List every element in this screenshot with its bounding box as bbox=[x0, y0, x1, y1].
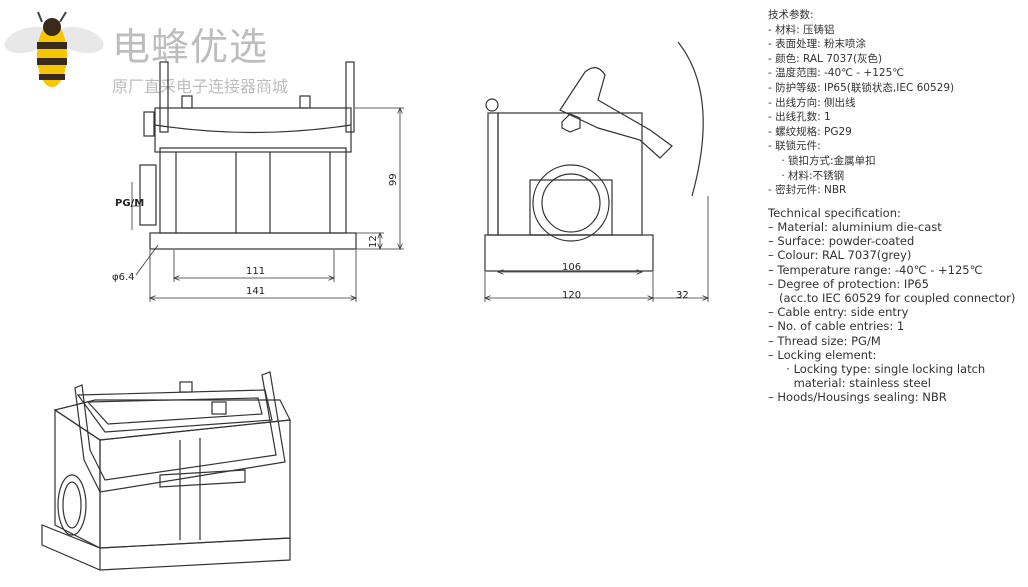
dim-base: 12 bbox=[368, 235, 379, 248]
spec-en-line: – Material: aluminium die-cast bbox=[768, 219, 942, 234]
bee-icon bbox=[4, 11, 104, 87]
spec-cn-line: - 温度范围: -40℃ - +125℃ bbox=[768, 67, 905, 80]
spec-en-line: (acc.to IEC 60529 for coupled connector) bbox=[768, 290, 1016, 305]
spec-cn-line: - 材料: 压铸铝 bbox=[768, 23, 835, 36]
specs-en: Technical specification: – Material: alu… bbox=[768, 206, 1023, 405]
spec-en-line: material: stainless steel bbox=[768, 376, 931, 391]
dim-hole: φ6.4 bbox=[112, 272, 135, 283]
spec-cn-line: · 材料:不锈钢 bbox=[768, 169, 845, 182]
logo-tagline: 原厂直采电子连接器商城 bbox=[112, 77, 289, 96]
spec-cn-line: - 颜色: RAL 7037(灰色) bbox=[768, 52, 883, 65]
spec-cn-line: - 螺纹规格: PG29 bbox=[768, 125, 852, 138]
spec-en-line: – Degree of protection: IP65 bbox=[768, 276, 929, 291]
front-view bbox=[139, 61, 357, 250]
spec-cn-line: · 锁扣方式:金属单扣 bbox=[768, 154, 876, 167]
spec-cn-line: - 联锁元件: bbox=[768, 140, 821, 153]
side-view bbox=[484, 41, 704, 272]
specs-cn: 技术参数: - 材料: 压铸铝 - 表面处理: 粉末喷涂 - 颜色: RAL 7… bbox=[768, 8, 1023, 198]
dim-latch: 32 bbox=[676, 290, 689, 301]
spec-en-line: Technical specification: bbox=[768, 205, 901, 220]
dim-front-outer: 141 bbox=[246, 286, 265, 297]
front-dimensions bbox=[131, 108, 404, 302]
spec-cn-line: 技术参数: bbox=[768, 9, 814, 21]
spec-cn-line: - 防护等级: IP65(联锁状态,IEC 60529) bbox=[768, 81, 955, 94]
spec-en-line: – Thread size: PG/M bbox=[768, 333, 881, 348]
specifications: 技术参数: - 材料: 压铸铝 - 表面处理: 粉末喷涂 - 颜色: RAL 7… bbox=[768, 8, 1023, 405]
spec-en-line: – Temperature range: -40℃ - +125℃ bbox=[768, 262, 983, 277]
spec-en-line: – Cable entry: side entry bbox=[768, 305, 909, 320]
spec-cn-line: - 出线孔数: 1 bbox=[768, 111, 831, 124]
dim-front-inner: 111 bbox=[246, 266, 265, 277]
dim-side-inner: 106 bbox=[562, 262, 581, 273]
spec-cn-line: - 表面处理: 粉末喷涂 bbox=[768, 38, 867, 51]
isometric-view bbox=[41, 371, 291, 571]
logo: 电蜂优选 原厂直采电子连接器商城 bbox=[0, 0, 300, 100]
technical-drawing: PG/M φ6.4 111 141 99 12 106 120 32 bbox=[41, 41, 760, 571]
spec-en-line: – Locking element: bbox=[768, 347, 877, 362]
spec-cn-line: - 密封元件: NBR bbox=[768, 184, 847, 197]
side-dimensions bbox=[485, 196, 708, 302]
spec-en-line: – Colour: RAL 7037(grey) bbox=[768, 248, 912, 263]
logo-name: 电蜂优选 bbox=[112, 25, 269, 69]
spec-en-line: · Locking type: single locking latch bbox=[768, 361, 986, 376]
spec-en-line: – No. of cable entries: 1 bbox=[768, 319, 905, 334]
dim-pg: PG/M bbox=[115, 198, 144, 209]
dim-height: 99 bbox=[388, 173, 399, 186]
spec-en-line: – Hoods/Housings sealing: NBR bbox=[768, 390, 947, 405]
spec-cn-line: - 出线方向: 侧出线 bbox=[768, 96, 856, 109]
spec-en-line: – Surface: powder-coated bbox=[768, 234, 915, 249]
dim-side-outer: 120 bbox=[562, 290, 581, 301]
